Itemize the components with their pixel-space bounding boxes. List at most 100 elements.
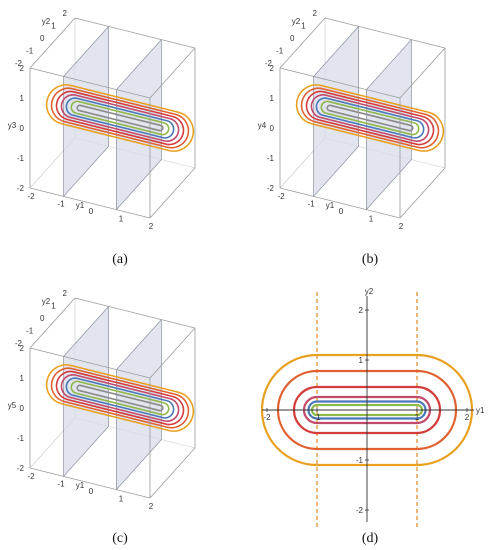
tick-label-vertical: -1	[267, 154, 275, 163]
contour-stadium	[295, 84, 445, 152]
contour-loop	[76, 104, 164, 132]
x-tick-label: 1	[415, 413, 420, 422]
tick-label-y2: -1	[26, 47, 34, 56]
contour-stadium	[55, 370, 185, 426]
caption-d: (d)	[362, 531, 379, 546]
contour-stadium	[45, 84, 195, 152]
cube-edge	[279, 187, 401, 219]
tick-label-y1: -1	[57, 200, 65, 209]
cube-edge	[29, 467, 151, 499]
contour-stadium	[60, 94, 180, 142]
contour-loop	[295, 84, 445, 152]
x-axis-label: y1	[476, 406, 485, 415]
caption-c: (c)	[112, 531, 128, 546]
cube-edge	[279, 67, 401, 99]
tick-label-y2: -1	[26, 327, 34, 336]
tick-label-vertical: 0	[20, 124, 25, 133]
contour-stadium	[315, 97, 425, 139]
contour-loop	[300, 87, 440, 149]
tick-label-y1: 2	[399, 222, 404, 231]
contour-loop	[45, 84, 195, 152]
contour-loop	[70, 380, 170, 416]
cube-edge	[399, 167, 446, 219]
x-tick-label: -1	[313, 413, 321, 422]
cube-edge	[149, 167, 196, 219]
contour-stadium	[45, 364, 195, 432]
y-tick-label: -1	[356, 456, 364, 465]
tick-label-vertical: -2	[17, 184, 25, 193]
contour-loop	[50, 87, 190, 149]
tick-label-vertical: -1	[17, 434, 25, 443]
axis-label-y2: y2	[42, 17, 51, 26]
contour-stadium	[50, 87, 190, 149]
x-tick-label: -2	[263, 413, 271, 422]
contour-loop	[326, 104, 414, 132]
tick-label-y1: 0	[339, 207, 344, 216]
cube-edge	[29, 67, 151, 99]
tick-label-vertical: -1	[17, 154, 25, 163]
tick-label-y1: -1	[57, 480, 65, 489]
contour-loop	[310, 94, 430, 142]
plane-y1-minus-1	[63, 25, 109, 198]
contour-loop	[76, 384, 164, 412]
tick-label-y1: 1	[119, 495, 124, 504]
caption-b: (b)	[362, 252, 379, 267]
tick-label-y2: 1	[51, 302, 56, 311]
tick-label-y2: 2	[63, 289, 68, 298]
tick-label-y2: 1	[301, 22, 306, 31]
tick-label-y2: -1	[276, 47, 284, 56]
cube-edge	[149, 327, 196, 379]
axis-label-vertical: y3	[8, 121, 17, 130]
tick-label-vertical: 2	[270, 64, 275, 73]
contour-stadium	[76, 384, 164, 412]
plane-y1-minus-1	[63, 305, 109, 478]
contour-stadium	[76, 104, 164, 132]
cube-edge	[29, 17, 76, 69]
tick-label-y2: 0	[40, 314, 45, 323]
cube-edge	[399, 47, 446, 99]
axis-label-vertical: y4	[258, 121, 267, 130]
tick-label-y2: -2	[15, 59, 23, 68]
tick-label-y1: -2	[277, 192, 285, 201]
cube-edge	[279, 17, 326, 69]
axis-label-y1: y1	[326, 201, 335, 210]
tick-label-y1: -2	[27, 472, 35, 481]
caption-a: (a)	[112, 252, 128, 267]
cube-edge	[29, 347, 151, 379]
contour-loop	[60, 374, 180, 422]
y-axis-label: y2	[365, 287, 374, 296]
tick-label-y1: 2	[149, 502, 154, 511]
axis-label-vertical: y5	[8, 401, 17, 410]
y-tick-label: 1	[359, 356, 364, 365]
cube-edge	[74, 17, 196, 49]
contour-loop	[65, 377, 175, 419]
contour-stadium	[70, 100, 170, 136]
tick-label-y2: 2	[63, 9, 68, 18]
cube-edge	[29, 297, 76, 349]
tick-label-y1: 0	[89, 487, 94, 496]
tick-label-y2: -2	[265, 59, 273, 68]
contour-stadium	[50, 367, 190, 429]
axis-label-y1: y1	[76, 481, 85, 490]
contour-loop	[50, 367, 190, 429]
contour-stadium	[320, 100, 420, 136]
tick-label-y2: 0	[40, 34, 45, 43]
tick-label-y1: 2	[149, 222, 154, 231]
y-tick-label: 2	[359, 306, 364, 315]
contour-loop	[305, 90, 435, 146]
cube-edge	[149, 47, 196, 99]
x-tick-label: 2	[465, 413, 470, 422]
contour-stadium	[70, 380, 170, 416]
tick-label-y1: -1	[307, 200, 315, 209]
contour-stadium	[300, 87, 440, 149]
contour-loop	[315, 97, 425, 139]
contour-loop	[70, 100, 170, 136]
tick-label-y1: 1	[369, 215, 374, 224]
contour-loop	[320, 100, 420, 136]
axis-label-y2: y2	[292, 17, 301, 26]
contour-stadium	[305, 90, 435, 146]
